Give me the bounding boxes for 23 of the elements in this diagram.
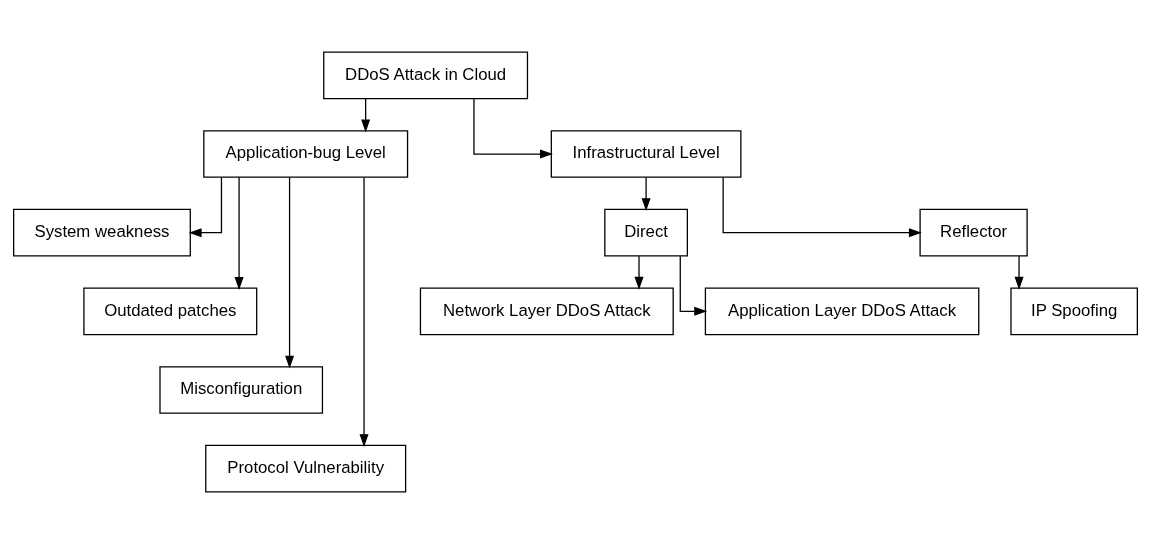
node-box: Direct bbox=[604, 208, 688, 257]
node-box: System weakness bbox=[13, 208, 191, 257]
node-box: DDoS Attack in Cloud bbox=[323, 51, 529, 100]
arrow bbox=[234, 176, 244, 290]
arrow bbox=[285, 176, 295, 369]
node-box: Protocol Vulnerability bbox=[205, 444, 407, 493]
arrow bbox=[473, 98, 553, 159]
arrow bbox=[634, 255, 644, 290]
node-box: Outdated patches bbox=[83, 287, 258, 336]
arrow bbox=[359, 177, 369, 448]
arrow bbox=[679, 255, 708, 316]
arrow bbox=[641, 176, 651, 212]
arrow bbox=[361, 98, 371, 133]
node-box: Network Layer DDoS Attack bbox=[419, 287, 674, 336]
node-box: Reflector bbox=[919, 208, 1028, 257]
arrow bbox=[1014, 255, 1024, 290]
node-box: Application-bug Level bbox=[203, 130, 409, 178]
arrow bbox=[722, 176, 922, 238]
node-box: Application Layer DDoS Attack bbox=[704, 287, 980, 336]
node-box: Misconfiguration bbox=[159, 366, 324, 414]
arrow bbox=[188, 176, 223, 238]
node-box: IP Spoofing bbox=[1010, 287, 1138, 336]
node-box: Infrastructural Level bbox=[550, 130, 742, 178]
